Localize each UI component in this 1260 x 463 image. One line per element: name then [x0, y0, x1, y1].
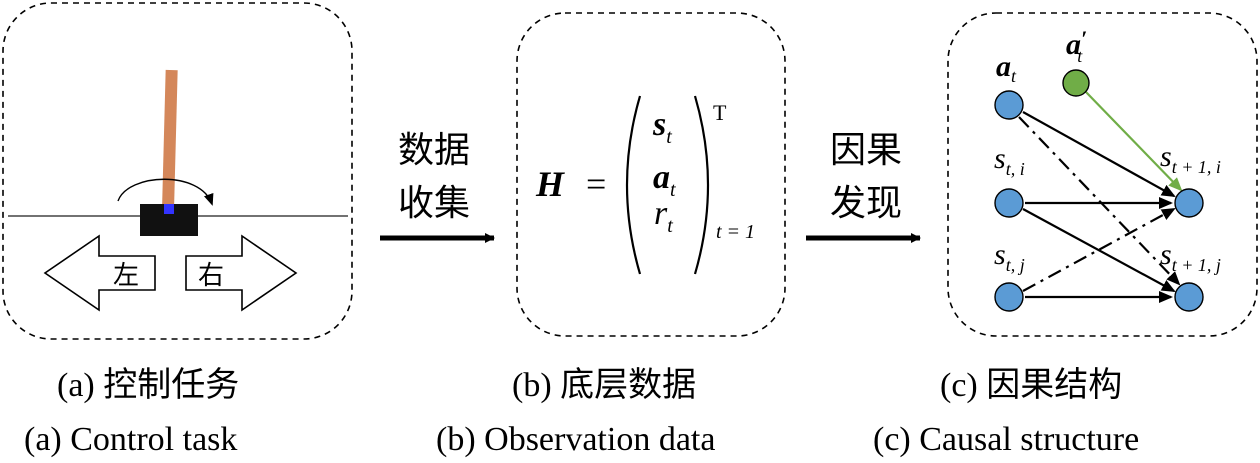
entry-r: rt: [654, 195, 673, 237]
node-aprime: [1062, 69, 1090, 97]
arrow2-line2: 发现: [830, 183, 902, 223]
label-st1i: st + 1, i: [1160, 140, 1221, 177]
causal-discovery-arrow: 因果 发现: [806, 130, 921, 243]
right-label: 右: [198, 261, 224, 290]
edge-at-to-st1i: [1022, 111, 1176, 197]
arrow1-line1: 数据: [398, 130, 470, 170]
edge-aprime-to-st1i: [1084, 90, 1183, 192]
panel-c: at a′t st, i st, j st + 1, i st + 1, j (…: [873, 12, 1258, 458]
left-paren: [625, 95, 642, 275]
node-st1j: [1174, 282, 1204, 312]
caption-a-zh: (a) 控制任务: [57, 366, 239, 404]
formula-lhs: H: [535, 164, 565, 204]
caption-b-en: (b) Observation data: [436, 421, 715, 458]
edge-at-to-st1j-dashdot: [1018, 116, 1181, 286]
panel-c-border: [947, 12, 1258, 337]
label-stj: st, j: [994, 238, 1025, 275]
panel-a-border: [2, 2, 353, 340]
left-arrow-shape: [43, 234, 156, 312]
caption-c-en: (c) Causal structure: [873, 421, 1139, 458]
edge-sti-to-st1j: [1022, 208, 1176, 292]
left-label: 左: [113, 261, 139, 290]
node-at: [994, 90, 1024, 120]
rotation-arrow: [117, 178, 214, 206]
node-st1i: [1174, 188, 1204, 218]
panel-b: H = st at rt T t = 1 (b) 底层数据 (b) Observ…: [436, 12, 786, 458]
entry-a: at: [653, 159, 676, 201]
label-st1j: st + 1, j: [1160, 238, 1221, 275]
pivot-joint: [164, 204, 174, 214]
arrow1-line2: 收集: [398, 183, 470, 223]
caption-b-zh: (b) 底层数据: [512, 366, 696, 404]
formula-equals: =: [586, 164, 606, 204]
right-arrow-shape: [185, 234, 298, 312]
pole: [162, 69, 178, 211]
node-stj: [994, 282, 1024, 312]
panel-a: 左 右 (a) 控制任务 (a) Control task: [2, 2, 353, 458]
node-sti: [994, 188, 1024, 218]
caption-c-zh: (c) 因果结构: [940, 366, 1122, 404]
arrow2-line1: 因果: [830, 130, 902, 170]
transpose-mark: T: [713, 100, 727, 125]
right-paren: [693, 95, 710, 275]
label-sti: st, i: [994, 142, 1025, 179]
entry-s: st: [652, 106, 672, 148]
data-collection-arrow: 数据 收集: [380, 130, 495, 243]
caption-a-en: (a) Control task: [24, 421, 237, 458]
label-aprime: a′t: [1066, 26, 1087, 66]
label-at: at: [996, 50, 1017, 86]
sequence-index: t = 1: [716, 221, 755, 243]
